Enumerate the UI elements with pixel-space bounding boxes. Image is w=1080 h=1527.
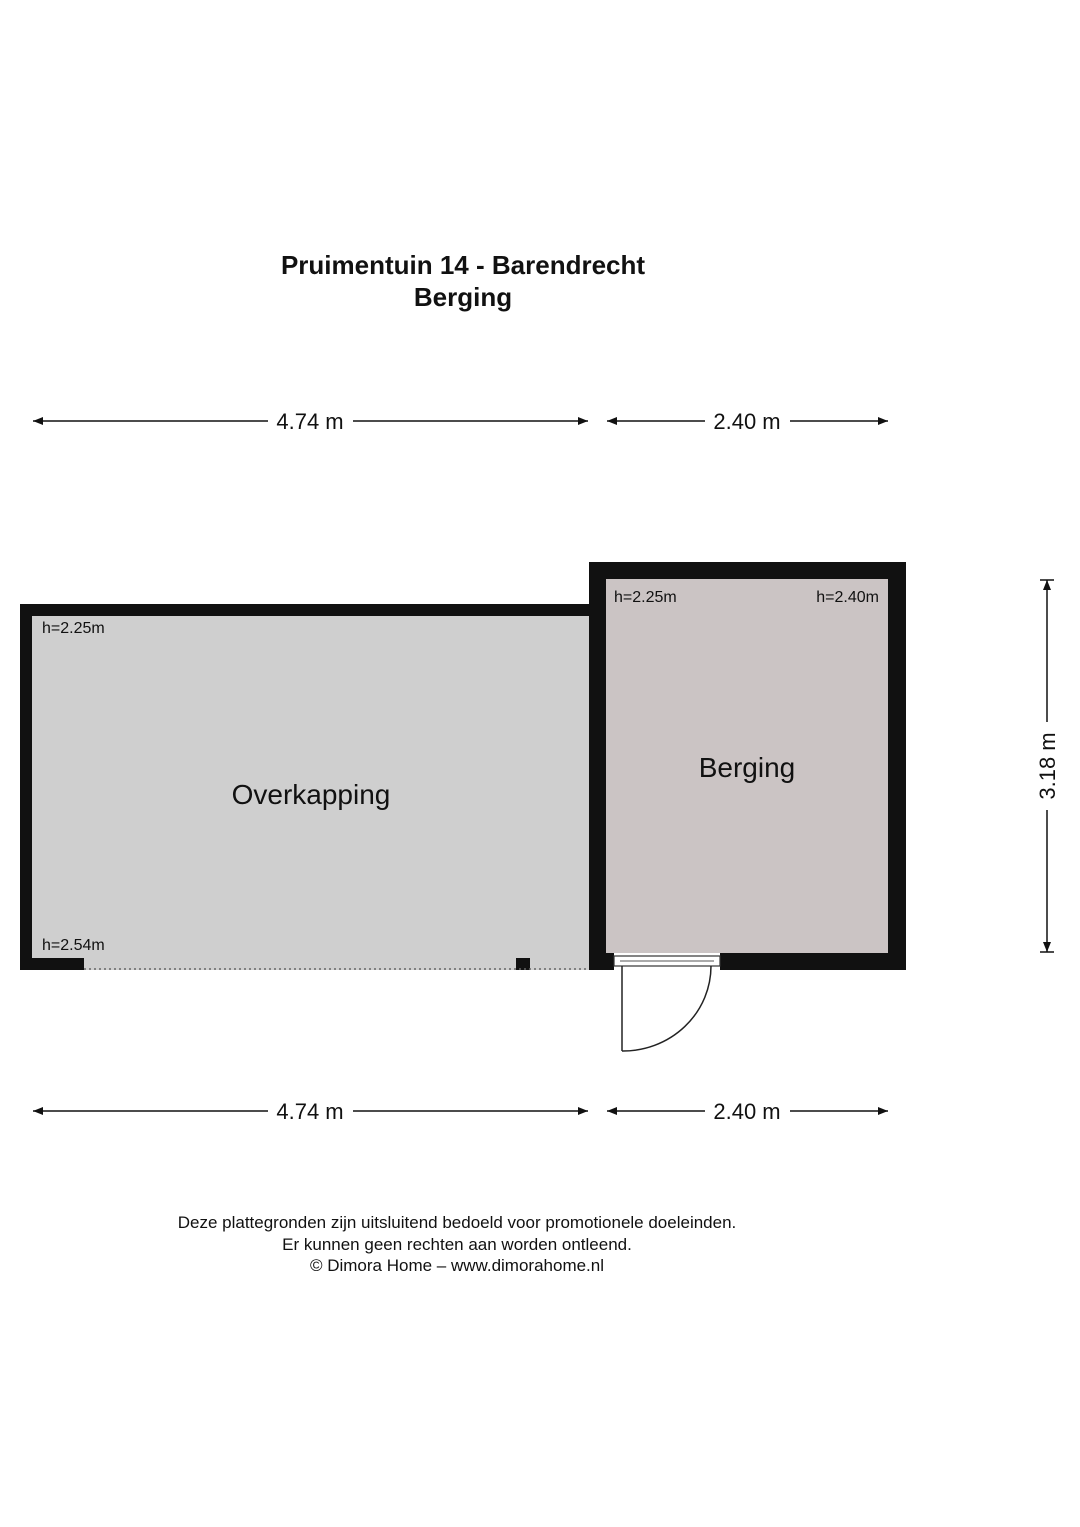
dimension-label: 4.74 m	[276, 409, 343, 434]
dimension-label: 4.74 m	[276, 1099, 343, 1124]
dimension-right-vertical: 3.18 m	[1035, 579, 1060, 953]
height-label: h=2.25m	[614, 589, 677, 606]
room-berging: h=2.25m h=2.40m Berging	[589, 562, 906, 1052]
wall	[20, 958, 84, 970]
wall	[589, 953, 614, 970]
door-swing	[621, 965, 712, 1052]
wall	[589, 562, 606, 970]
wall	[720, 953, 906, 970]
room-label: Overkapping	[232, 779, 391, 810]
column	[516, 958, 530, 970]
wall	[589, 562, 906, 579]
wall	[20, 604, 590, 616]
disclaimer-line: Er kunnen geen rechten aan worden ontlee…	[282, 1235, 632, 1254]
dimension-label: 3.18 m	[1035, 732, 1060, 799]
dimension-label: 2.40 m	[713, 409, 780, 434]
page-subtitle: Berging	[413, 282, 513, 312]
dimension-label: 2.40 m	[713, 1099, 780, 1124]
height-label: h=2.54m	[42, 937, 105, 954]
height-label: h=2.25m	[42, 620, 105, 637]
room-overkapping-floor	[32, 615, 589, 970]
wall	[888, 562, 906, 970]
height-label: h=2.40m	[816, 589, 879, 606]
room-berging-floor	[606, 579, 888, 953]
dimension-top-left: 4.74 m	[33, 409, 588, 434]
copyright-line: © Dimora Home – www.dimorahome.nl	[309, 1256, 605, 1275]
dimension-bottom-right: 2.40 m	[607, 1099, 888, 1124]
dimension-bottom-left: 4.74 m	[33, 1099, 588, 1124]
page-title: Pruimentuin 14 - Barendrecht	[280, 250, 646, 280]
disclaimer-line: Deze plattegronden zijn uitsluitend bedo…	[177, 1213, 737, 1232]
wall	[20, 604, 32, 970]
room-label: Berging	[699, 752, 796, 783]
room-overkapping: h=2.25m h=2.54m Overkapping	[20, 604, 590, 970]
dimension-top-right: 2.40 m	[607, 409, 888, 434]
